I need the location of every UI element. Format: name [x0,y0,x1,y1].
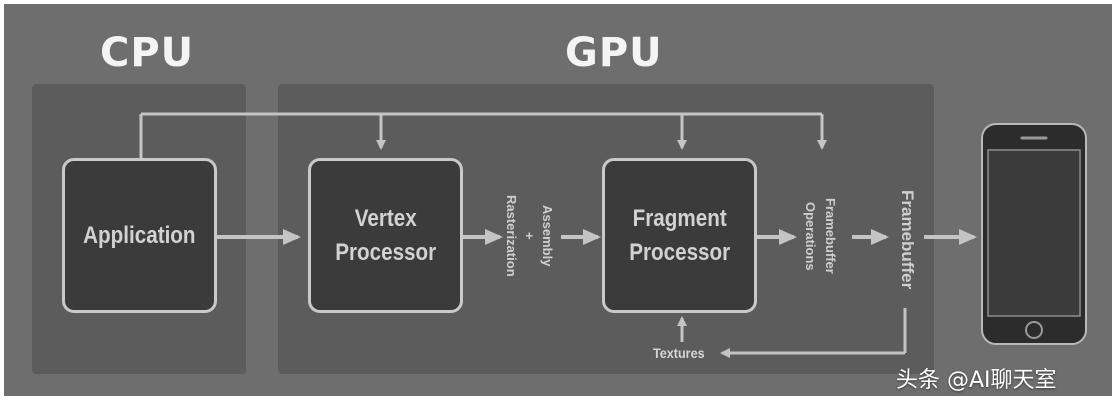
assembly-rasterization-label: Assembly + Rasterization [500,180,556,292]
gpu-title: GPU [565,30,663,76]
smartphone-icon [981,123,1087,345]
fragment-processor-line2: Processor [629,238,730,266]
watermark-text: 头条 @AI聊天室 [896,368,1057,393]
top-connector [139,112,827,158]
rasterization-text: Rasterization [504,195,519,277]
vertex-processor-line1: Vertex [354,204,417,232]
framebuffer-label: Framebuffer [898,190,917,290]
framebuffer-small-text: Framebuffer [823,198,838,274]
application-box: Application [62,158,217,313]
fragment-processor-box: Fragment Processor [602,158,757,313]
operations-text: Operations [803,201,818,271]
framebuffer-operations-label: Framebuffer Operations [796,186,840,286]
assembly-text: Assembly [540,205,555,267]
fragment-processor-line1: Fragment [632,204,727,232]
cpu-title: CPU [100,30,195,76]
textures-label: Textures [653,345,705,361]
textures-connector [677,308,907,358]
vertex-processor-box: Vertex Processor [308,158,463,313]
application-label: Application [83,221,196,249]
plus-text: + [522,232,537,240]
vertex-processor-label: Vertex Processor [335,202,436,270]
vertex-processor-line2: Processor [335,238,436,266]
fragment-processor-label: Fragment Processor [629,202,730,270]
